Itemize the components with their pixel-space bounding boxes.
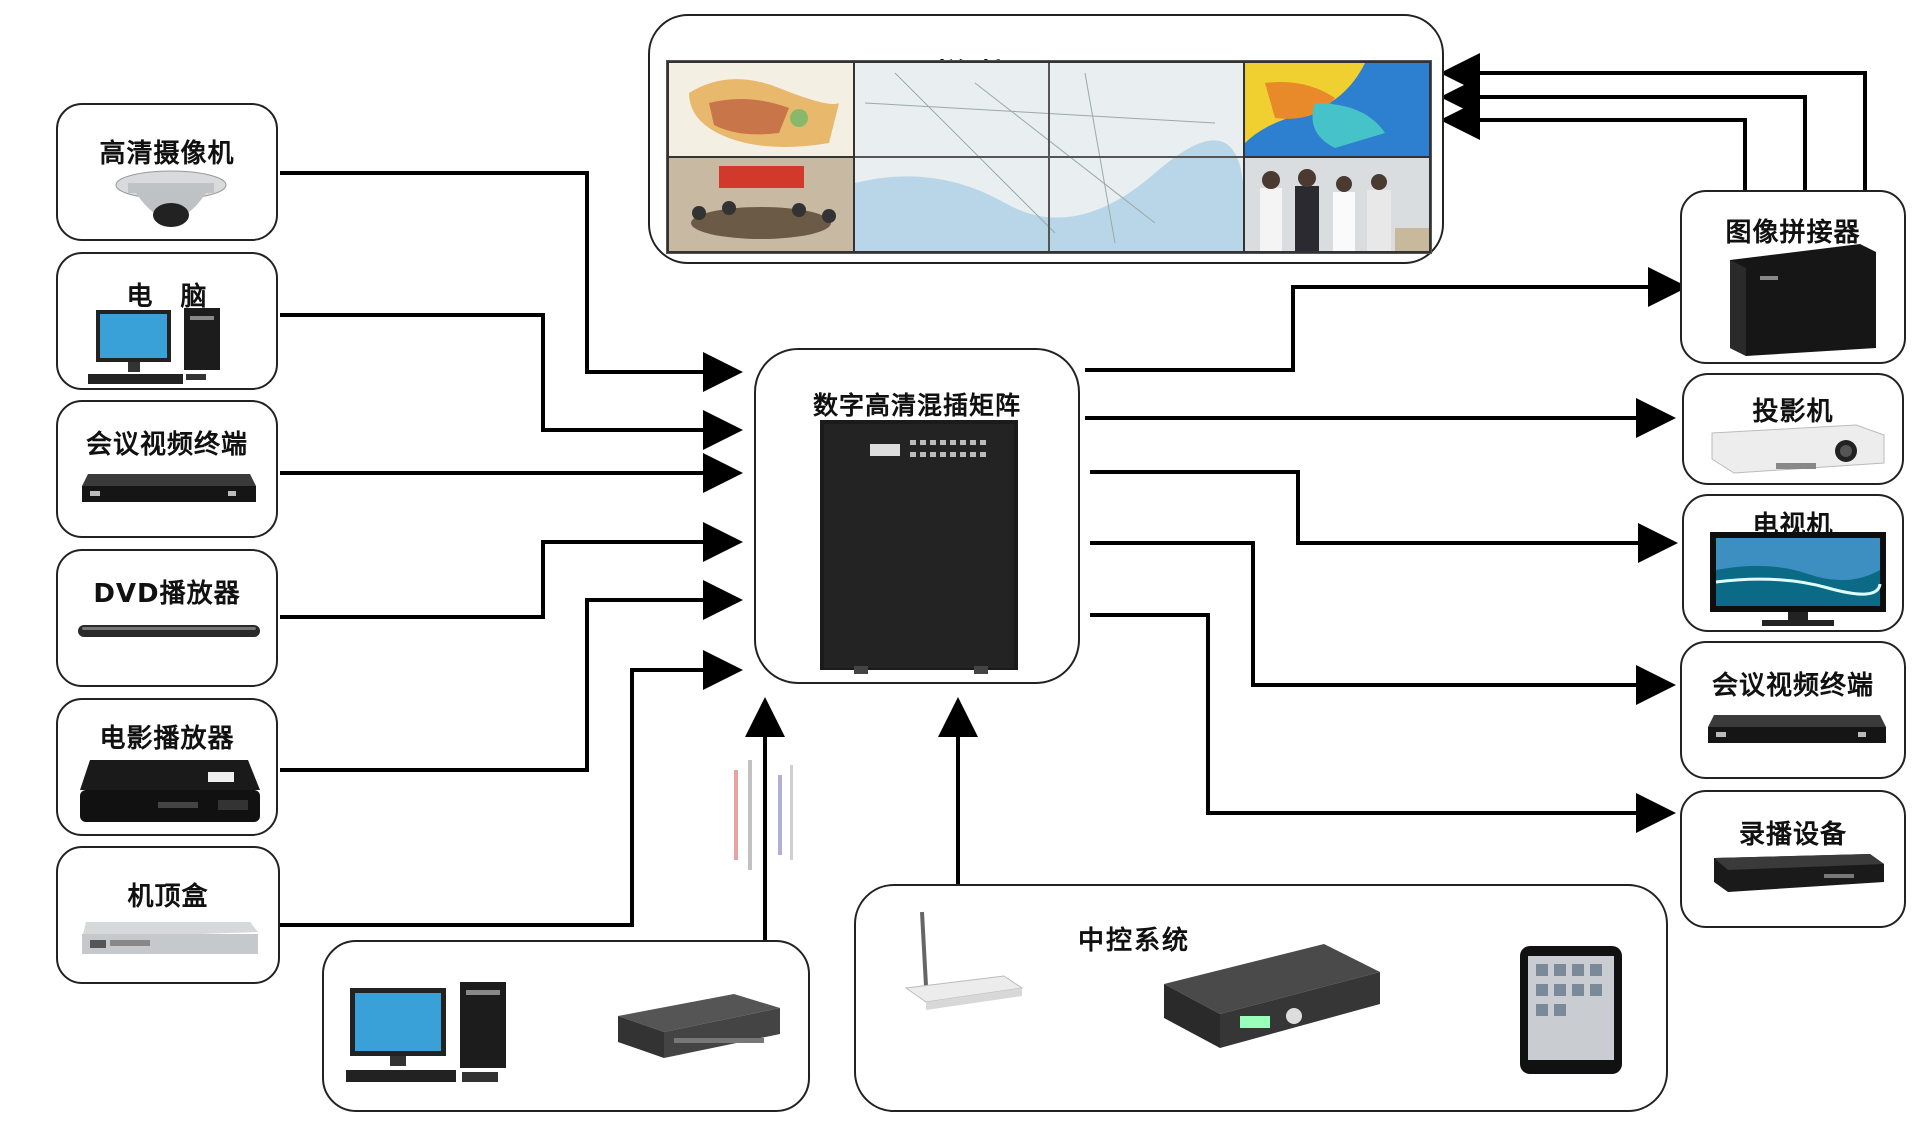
output-label: 会议视频终端 (1711, 671, 1874, 701)
wireless-router-icon (904, 911, 1024, 1010)
matrix-title: 数字高清混插矩阵 (812, 391, 1021, 420)
input-conference-box: 会议视频终端 (56, 400, 278, 538)
output-label: 图像拼接器 (1725, 218, 1861, 248)
map-tile-coast (855, 63, 1243, 251)
meeting-room-photo (669, 158, 853, 251)
central-controller-icon (1164, 944, 1380, 1048)
input-dvd-box: DVD播放器 (56, 549, 278, 687)
wire-out-splicer (1085, 267, 1688, 372)
input-computer-box: 电 脑 (56, 252, 278, 390)
output-projector-box: 投影机 (1682, 373, 1904, 485)
output-splicer-box: 图像拼接器 (1680, 190, 1906, 364)
conference-terminal-icon (1708, 715, 1886, 743)
matrix-switcher-icon (820, 420, 1018, 674)
input-label: 电 脑 (126, 282, 208, 312)
network-input-box (322, 940, 810, 1112)
output-conference-box: 会议视频终端 (1680, 641, 1906, 779)
conference-terminal-icon (82, 474, 256, 502)
input-label: 高清摄像机 (99, 139, 235, 169)
input-label: DVD播放器 (93, 579, 241, 609)
television-icon (1710, 532, 1886, 626)
computer-icon (346, 982, 506, 1082)
tablet-icon (1520, 946, 1622, 1074)
output-label: 录播设备 (1738, 820, 1847, 850)
matrix-box: 数字高清混插矩阵 (754, 348, 1080, 684)
wire-splicer-wall-3 (1440, 100, 1747, 190)
control-system-box: 中控系统 (854, 884, 1668, 1112)
wire-dvd (280, 522, 743, 619)
set-top-box-icon (82, 922, 258, 954)
wire-splicer-wall-1 (1440, 53, 1867, 190)
map-tile-china (669, 63, 853, 156)
output-label: 电视机 (1752, 511, 1834, 532)
dvd-player-icon (78, 625, 260, 637)
output-recorder-box: 录播设备 (1680, 790, 1906, 928)
wire-computer (280, 313, 743, 450)
wire-splicer-wall-2 (1440, 77, 1807, 190)
input-label: 机顶盒 (127, 882, 209, 912)
display-wall-screen (666, 60, 1432, 254)
output-label: 投影机 (1752, 397, 1834, 427)
output-tv-box: 电视机 (1682, 494, 1904, 632)
people-photo (1245, 158, 1429, 251)
display-wall-box: 拼接显示屏 (648, 14, 1444, 264)
wire-settop (280, 650, 743, 927)
input-label: 会议视频终端 (85, 430, 248, 460)
projector-icon (1711, 424, 1885, 474)
input-movie-box: 电影播放器 (56, 698, 278, 836)
recorder-icon (1714, 854, 1884, 892)
wire-movie (280, 580, 743, 772)
input-settop-box: 机顶盒 (56, 846, 280, 984)
wire-out-conference (1090, 541, 1676, 705)
map-tile-ocean (1245, 63, 1429, 156)
camera-icon (115, 170, 227, 227)
input-label: 电影播放器 (99, 724, 235, 754)
wire-out-recorder (1090, 613, 1676, 833)
wire-camera (280, 171, 743, 392)
input-camera-box: 高清摄像机 (56, 103, 278, 241)
computer-icon (88, 308, 220, 384)
wire-out-tv (1090, 470, 1678, 563)
image-splicer-icon (1730, 244, 1876, 356)
control-system-title: 中控系统 (1078, 926, 1191, 956)
movie-player-icon (80, 760, 260, 822)
network-switch-icon (618, 994, 780, 1058)
